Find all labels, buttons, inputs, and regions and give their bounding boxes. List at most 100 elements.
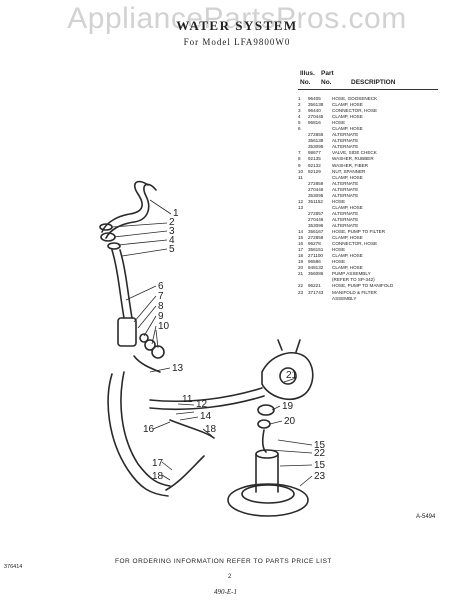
parts-description: CONNECTOR, HOSE bbox=[332, 108, 378, 114]
parts-description: HOSE bbox=[332, 247, 346, 253]
parts-part-no: 271100 bbox=[308, 253, 323, 259]
parts-description: CLAMP, HOSE bbox=[332, 265, 363, 271]
parts-illus-no: 17 bbox=[298, 247, 304, 253]
callout-15-upper: 15 bbox=[314, 440, 326, 451]
parts-row: (REFER TO SP-342) bbox=[298, 277, 458, 283]
parts-description: ALTERNATE bbox=[332, 222, 359, 228]
filter-column bbox=[255, 453, 279, 493]
parts-description: CLAMP, HOSE bbox=[332, 102, 363, 108]
parts-illus-no: 11 bbox=[298, 174, 303, 180]
parts-illus-no: 2 bbox=[298, 102, 301, 108]
parts-illus-no: 20 bbox=[298, 265, 304, 271]
parts-row: ASSEMBLY bbox=[298, 296, 458, 302]
parts-illus-no: 15 bbox=[298, 235, 304, 241]
gooseneck-hose bbox=[101, 180, 149, 233]
parts-part-no: 351152 bbox=[308, 198, 323, 204]
gooseneck-hose-inner bbox=[105, 183, 157, 239]
parts-part-no: 270445 bbox=[308, 114, 324, 120]
parts-description: HOSE bbox=[332, 259, 346, 265]
header-description: DESCRIPTION bbox=[351, 79, 396, 86]
parts-row: 3 96440 CONNECTOR, HOSE bbox=[298, 108, 458, 114]
parts-description: CLAMP, HOSE bbox=[332, 114, 363, 120]
parts-illus-no: 5 bbox=[298, 120, 301, 126]
parts-illus-no: 19 bbox=[298, 259, 304, 265]
parts-illus-no: 9 bbox=[298, 162, 301, 168]
callout-8: 8 bbox=[158, 301, 164, 312]
parts-description: CLAMP, HOSE bbox=[332, 204, 363, 210]
callout-23: 23 bbox=[314, 471, 326, 482]
filter-hose bbox=[169, 419, 215, 439]
parts-illus-no: 16 bbox=[298, 241, 304, 247]
parts-part-no: 92135 bbox=[308, 156, 321, 162]
parts-illus-no: 4 bbox=[298, 114, 301, 120]
page-title: WATER SYSTEM bbox=[176, 18, 298, 33]
page-mark: 2 bbox=[228, 574, 232, 580]
figure-reference: A-5494 bbox=[416, 514, 436, 520]
callout-21: 21 bbox=[286, 370, 298, 381]
parts-description: HOSE, PUMP TO FILTER bbox=[332, 229, 386, 235]
parts-illus-no: 10 bbox=[298, 168, 304, 174]
pump-hose bbox=[149, 387, 263, 403]
parts-part-no: 356151 bbox=[308, 247, 324, 253]
callout-9: 9 bbox=[158, 311, 164, 322]
pump-outlet bbox=[277, 339, 301, 353]
parts-part-no: 272856 bbox=[308, 132, 324, 138]
callout-16: 16 bbox=[143, 424, 155, 435]
parts-part-no: 96586 bbox=[308, 259, 321, 265]
callout-15-lower: 15 bbox=[314, 460, 326, 471]
parts-description: ALTERNATE bbox=[332, 132, 359, 138]
callout-22: 22 bbox=[314, 448, 326, 459]
parts-part-no: 96440 bbox=[308, 108, 321, 114]
parts-illus-no: 3 bbox=[298, 108, 301, 114]
parts-description: ALTERNATE bbox=[332, 216, 359, 222]
check-valve bbox=[117, 317, 137, 347]
parts-description: WASHER, RUBBER bbox=[332, 156, 374, 162]
parts-part-no: 270446 bbox=[308, 186, 324, 192]
parts-illus-no: 6 bbox=[298, 126, 301, 132]
parts-part-no: 353096 bbox=[308, 222, 324, 228]
parts-row: 272859 ALTERNATE bbox=[298, 181, 458, 187]
callout-10: 10 bbox=[158, 321, 170, 332]
filter-top bbox=[255, 449, 279, 459]
long-hose-outer bbox=[107, 373, 169, 497]
parts-illus-no: 23 bbox=[298, 289, 304, 295]
header-no1: No. bbox=[300, 79, 311, 86]
parts-part-no: 92129 bbox=[308, 168, 321, 174]
header-part: Part bbox=[321, 70, 334, 77]
parts-part-no: 272859 bbox=[308, 180, 324, 186]
parts-row: 6 CLAMP, HOSE bbox=[298, 126, 458, 132]
parts-row: 353096 ALTERNATE bbox=[298, 223, 458, 229]
parts-row: 17 356151 HOSE bbox=[298, 247, 458, 253]
parts-row: 272856 ALTERNATE bbox=[298, 132, 458, 138]
callout-2: 2 bbox=[169, 217, 175, 228]
vertical-hose bbox=[111, 249, 125, 319]
parts-description: ALTERNATE bbox=[332, 186, 359, 192]
parts-row: 4 270445 CLAMP, HOSE bbox=[298, 114, 458, 120]
parts-part-no: 92132 bbox=[308, 162, 321, 168]
parts-description: ALTERNATE bbox=[332, 180, 359, 186]
callout-19: 19 bbox=[282, 401, 294, 412]
parts-description: MANIFOLD & FILTER bbox=[332, 289, 377, 295]
parts-description: CLAMP, HOSE bbox=[332, 126, 363, 132]
parts-part-no: 371743 bbox=[308, 289, 324, 295]
pump-body bbox=[261, 352, 314, 400]
parts-description: ALTERNATE bbox=[332, 138, 359, 144]
